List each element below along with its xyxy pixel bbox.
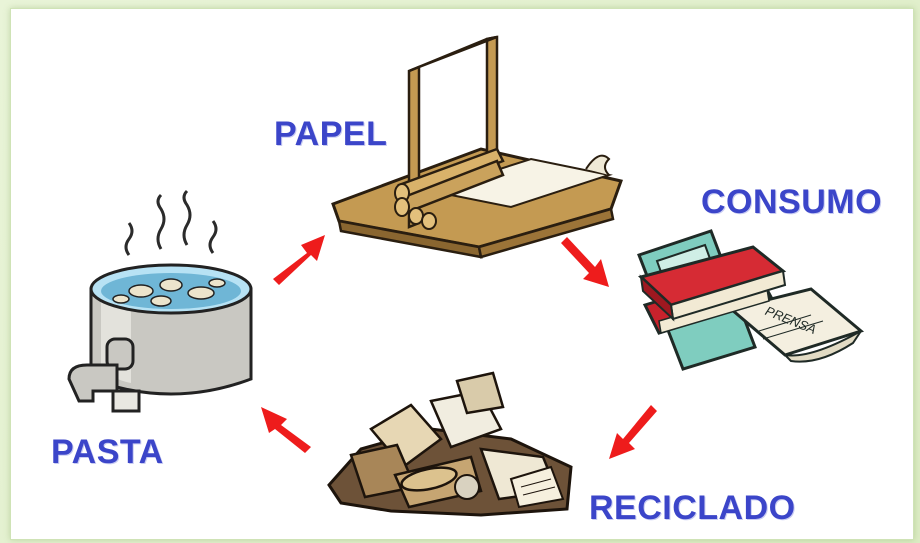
arrow-reciclado-to-pasta — [261, 407, 311, 453]
arrow-pasta-to-papel — [273, 235, 325, 285]
paper-waste-pile-illustration — [329, 373, 571, 515]
arrow-papel-to-consumo — [561, 237, 609, 287]
diagram-panel: PRENSA — [10, 8, 914, 540]
books-newspaper-illustration: PRENSA — [639, 231, 861, 369]
stage-label-papel: PAPEL — [274, 115, 387, 154]
boiling-pot-illustration — [69, 191, 251, 411]
arrow-consumo-to-reciclado — [609, 405, 657, 459]
stage-label-pasta: PASTA — [51, 433, 164, 472]
stage-label-reciclado: RECICLADO — [589, 489, 796, 528]
stage-label-consumo: CONSUMO — [701, 183, 882, 222]
